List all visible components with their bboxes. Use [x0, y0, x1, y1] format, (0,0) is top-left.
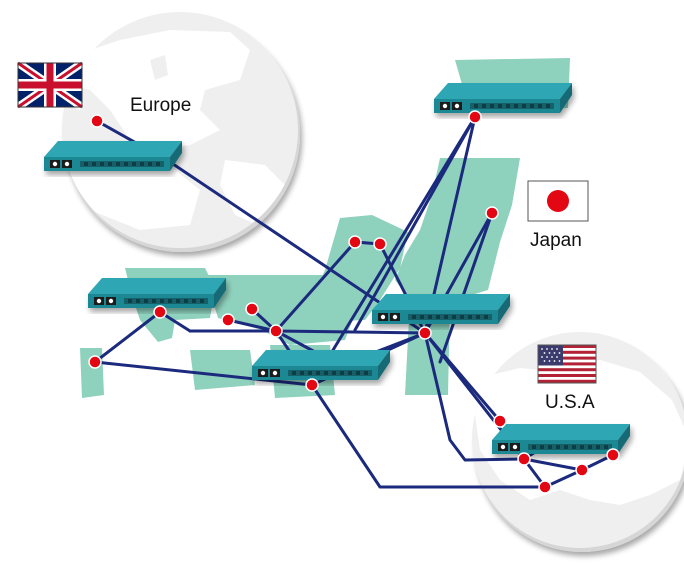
node [153, 305, 167, 319]
node [517, 452, 531, 466]
router-europe [44, 141, 182, 171]
router-japan-central [372, 294, 510, 324]
link [226, 318, 278, 333]
link [438, 211, 494, 364]
node [493, 414, 507, 428]
link [423, 331, 526, 462]
node [269, 324, 283, 338]
network-router-icon [44, 141, 182, 171]
link [93, 310, 162, 364]
node [90, 114, 104, 128]
link [328, 115, 477, 357]
link [522, 457, 584, 472]
network-router-icon [252, 350, 390, 380]
europe-label: Europe [130, 95, 191, 116]
japan-flag-icon [527, 180, 589, 222]
network-router-icon [88, 278, 226, 308]
router-japan-south [252, 350, 390, 380]
usa-flag-icon [537, 344, 597, 384]
usa-label: U.S.A [545, 392, 595, 413]
japan-label: Japan [530, 230, 582, 251]
node [606, 448, 620, 462]
node [88, 355, 102, 369]
node [468, 110, 482, 124]
link [543, 468, 584, 489]
node [418, 326, 432, 340]
node [221, 313, 235, 327]
network-router-icon [372, 294, 510, 324]
node [245, 302, 259, 316]
node [485, 206, 499, 220]
network-router-icon [434, 83, 572, 113]
router-japan-west [88, 278, 226, 308]
link [310, 383, 547, 489]
node [538, 480, 552, 494]
node [348, 235, 362, 249]
router-japan-north [434, 83, 572, 113]
link [274, 240, 357, 333]
node [373, 237, 387, 251]
uk-flag-icon [15, 59, 85, 111]
node [305, 378, 319, 392]
network-nodes [88, 110, 620, 494]
europe-region [62, 12, 300, 252]
link [274, 329, 427, 335]
node [575, 463, 589, 477]
link [93, 360, 314, 387]
